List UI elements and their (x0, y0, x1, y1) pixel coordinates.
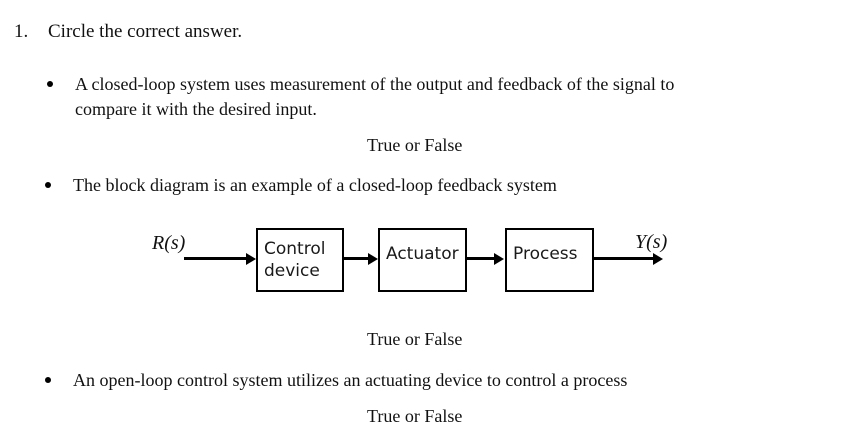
list-item-line: The block diagram is an example of a clo… (73, 175, 557, 195)
diagram-block-label: Actuator (386, 244, 459, 264)
diagram-arrow-input (184, 257, 250, 260)
question-text: Circle the correct answer. (48, 21, 243, 42)
arrow-head-icon (368, 253, 378, 265)
arrow-head-icon (494, 253, 504, 265)
list-item-text: An open-loop control system utilizes an … (73, 368, 745, 393)
bullet-dot-icon (47, 72, 75, 97)
question-number: 1. (14, 21, 29, 42)
diagram-block-actuator: Actuator (378, 228, 467, 292)
diagram-block-label: Control (264, 239, 326, 259)
question-item: 1. Circle the correct answer. (14, 20, 242, 44)
arrow-head-icon (246, 253, 256, 265)
diagram-block-process: Process (505, 228, 594, 292)
arrow-head-icon (653, 253, 663, 265)
diagram-block-control-device: Control device (256, 228, 344, 292)
diagram-output-label: Y(s) (635, 231, 668, 253)
diagram-arrow-control-to-actuator (344, 257, 370, 260)
diagram-arrow-actuator-to-process (467, 257, 495, 260)
list-item-text: The block diagram is an example of a clo… (73, 173, 745, 198)
answer-prompt-true-or-false: True or False (367, 135, 463, 155)
answer-prompt-true-or-false: True or False (367, 406, 463, 426)
diagram-block-label: device (264, 261, 320, 281)
diagram-arrow-output (594, 257, 656, 260)
list-item: A closed-loop system uses measurement of… (47, 72, 777, 122)
diagram-block-label: Process (513, 244, 578, 264)
bullet-dot-icon (45, 173, 73, 198)
bullet-dot-icon (45, 368, 73, 393)
list-item-line: A closed-loop system uses measurement of… (75, 74, 675, 94)
list-item: The block diagram is an example of a clo… (45, 173, 745, 198)
list-item-line: compare it with the desired input. (75, 99, 317, 119)
answer-prompt-true-or-false: True or False (367, 329, 463, 349)
list-item-text: A closed-loop system uses measurement of… (75, 72, 777, 122)
list-item-line: An open-loop control system utilizes an … (73, 370, 628, 390)
diagram-input-label: R(s) (152, 232, 186, 254)
list-item: An open-loop control system utilizes an … (45, 368, 745, 393)
